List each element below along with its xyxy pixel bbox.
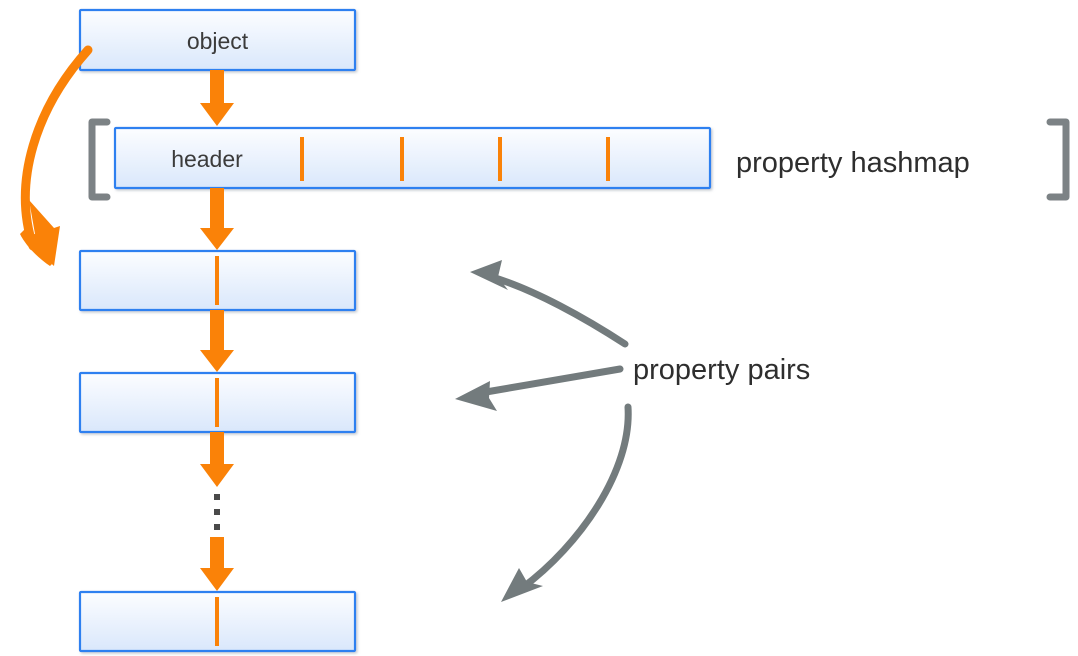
box-object[interactable]: object <box>78 8 357 72</box>
ellipsis-dot-2 <box>214 509 220 515</box>
ellipsis-dot-1 <box>214 494 220 500</box>
arrow-header-to-pair1 <box>200 188 234 250</box>
arrow-ellipsis-to-pairn <box>200 537 234 591</box>
box-pair-1[interactable] <box>78 249 357 312</box>
bracket-left <box>88 118 111 201</box>
callout-arrow-to-pair-2 <box>455 365 624 411</box>
box-object-label: object <box>187 28 249 54</box>
box-header-rect[interactable] <box>113 126 712 190</box>
callout-arrow-to-pair-n <box>501 403 632 602</box>
vertical-ellipsis <box>214 494 220 530</box>
ellipsis-dot-3 <box>214 524 220 530</box>
arrow-object-to-pair-chain-curve <box>20 45 93 266</box>
bracket-right <box>1046 118 1070 201</box>
box-pair-2[interactable] <box>78 371 357 434</box>
arrow-pair2-to-ellipsis <box>200 432 234 487</box>
box-pair-n[interactable] <box>78 590 357 653</box>
arrow-object-to-header <box>200 70 234 126</box>
arrow-pair1-to-pair2 <box>200 310 234 372</box>
label-property-hashmap: property hashmap <box>736 147 970 179</box>
label-property-pairs: property pairs <box>633 354 810 386</box>
box-header[interactable]: header <box>113 126 712 190</box>
box-header-label: header <box>171 146 243 172</box>
callout-arrow-to-pair-1 <box>470 260 629 348</box>
